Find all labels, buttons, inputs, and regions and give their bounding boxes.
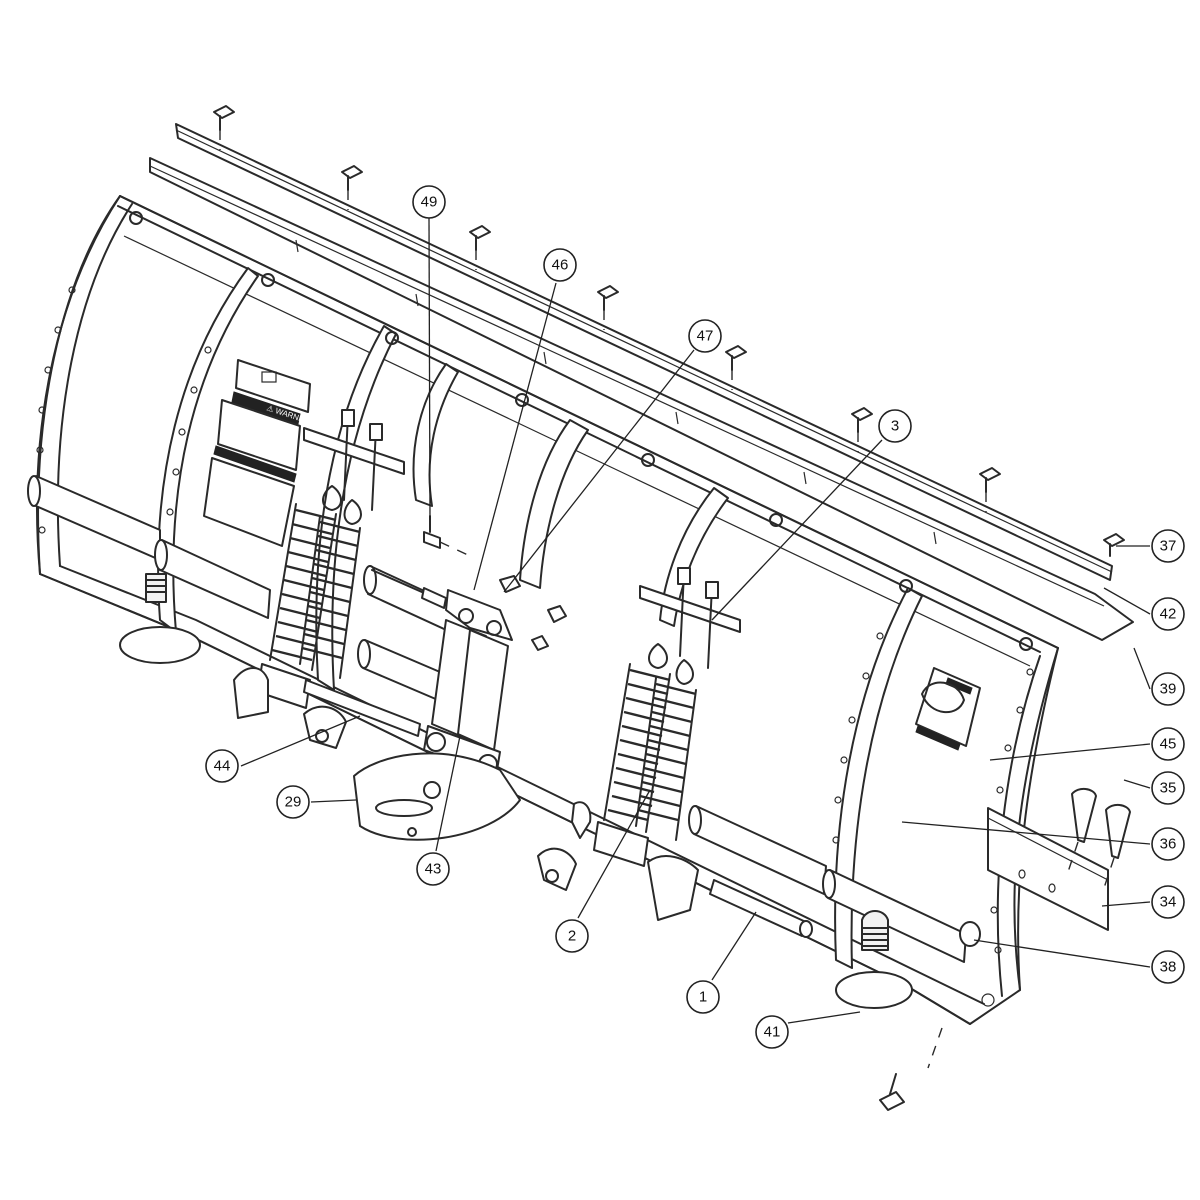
callout-label: 38 (1160, 959, 1177, 976)
center-hardware (371, 515, 567, 651)
callout-3: 3 (878, 409, 912, 443)
decal-left-panel: ⚠ WARNING (203, 359, 314, 547)
pivot-plate (303, 705, 577, 891)
carriage-bolts (1065, 788, 1131, 895)
right-shoe (835, 910, 943, 1111)
callout-label: 2 (568, 928, 576, 945)
callout-38: 38 (1151, 950, 1185, 984)
callout-label: 43 (425, 861, 442, 878)
right-spring-assembly (571, 567, 741, 867)
long-pin (647, 855, 813, 938)
callout-2: 2 (555, 919, 589, 953)
left-spring-assembly (233, 409, 405, 719)
callout-label: 44 (214, 758, 231, 775)
callout-29: 29 (276, 785, 310, 819)
callout-label: 37 (1160, 538, 1177, 555)
callout-46: 46 (543, 248, 577, 282)
left-shoe (119, 573, 201, 664)
callout-label: 1 (699, 989, 707, 1006)
top-bolts (213, 105, 1125, 557)
edge-bolt-holes (36, 211, 1034, 1007)
callout-group: 49 46 47 3 37 42 39 45 35 36 34 38 44 29… (205, 185, 1185, 1049)
decal-right-panel (915, 667, 981, 751)
callout-34: 34 (1151, 885, 1185, 919)
cutting-edge (959, 807, 1109, 947)
tube-braces (27, 475, 967, 963)
callout-44: 44 (205, 749, 239, 783)
callout-1: 1 (686, 980, 720, 1014)
callout-label: 45 (1160, 736, 1177, 753)
leader-lines (240, 217, 1151, 1024)
callout-label: 42 (1160, 606, 1177, 623)
callout-label: 3 (891, 418, 899, 435)
callout-label: 46 (552, 257, 569, 274)
callout-label: 29 (285, 794, 302, 811)
callout-35: 35 (1151, 771, 1185, 805)
callout-42: 42 (1151, 597, 1185, 631)
callout-label: 39 (1160, 681, 1177, 698)
top-deflector-strip (149, 123, 1134, 641)
callout-label: 36 (1160, 836, 1177, 853)
callout-label: 35 (1160, 780, 1177, 797)
pin-shafts (303, 679, 421, 737)
callout-43: 43 (416, 852, 450, 886)
callout-45: 45 (1151, 727, 1185, 761)
callout-39: 39 (1151, 672, 1185, 706)
callout-label: 47 (697, 328, 714, 345)
callout-36: 36 (1151, 827, 1185, 861)
callout-label: 49 (421, 194, 438, 211)
callout-label: 34 (1160, 894, 1177, 911)
callout-41: 41 (755, 1015, 789, 1049)
callout-47: 47 (688, 319, 722, 353)
callout-label: 41 (764, 1024, 781, 1041)
callout-37: 37 (1151, 529, 1185, 563)
callout-49: 49 (412, 185, 446, 219)
lift-arms (412, 363, 729, 627)
